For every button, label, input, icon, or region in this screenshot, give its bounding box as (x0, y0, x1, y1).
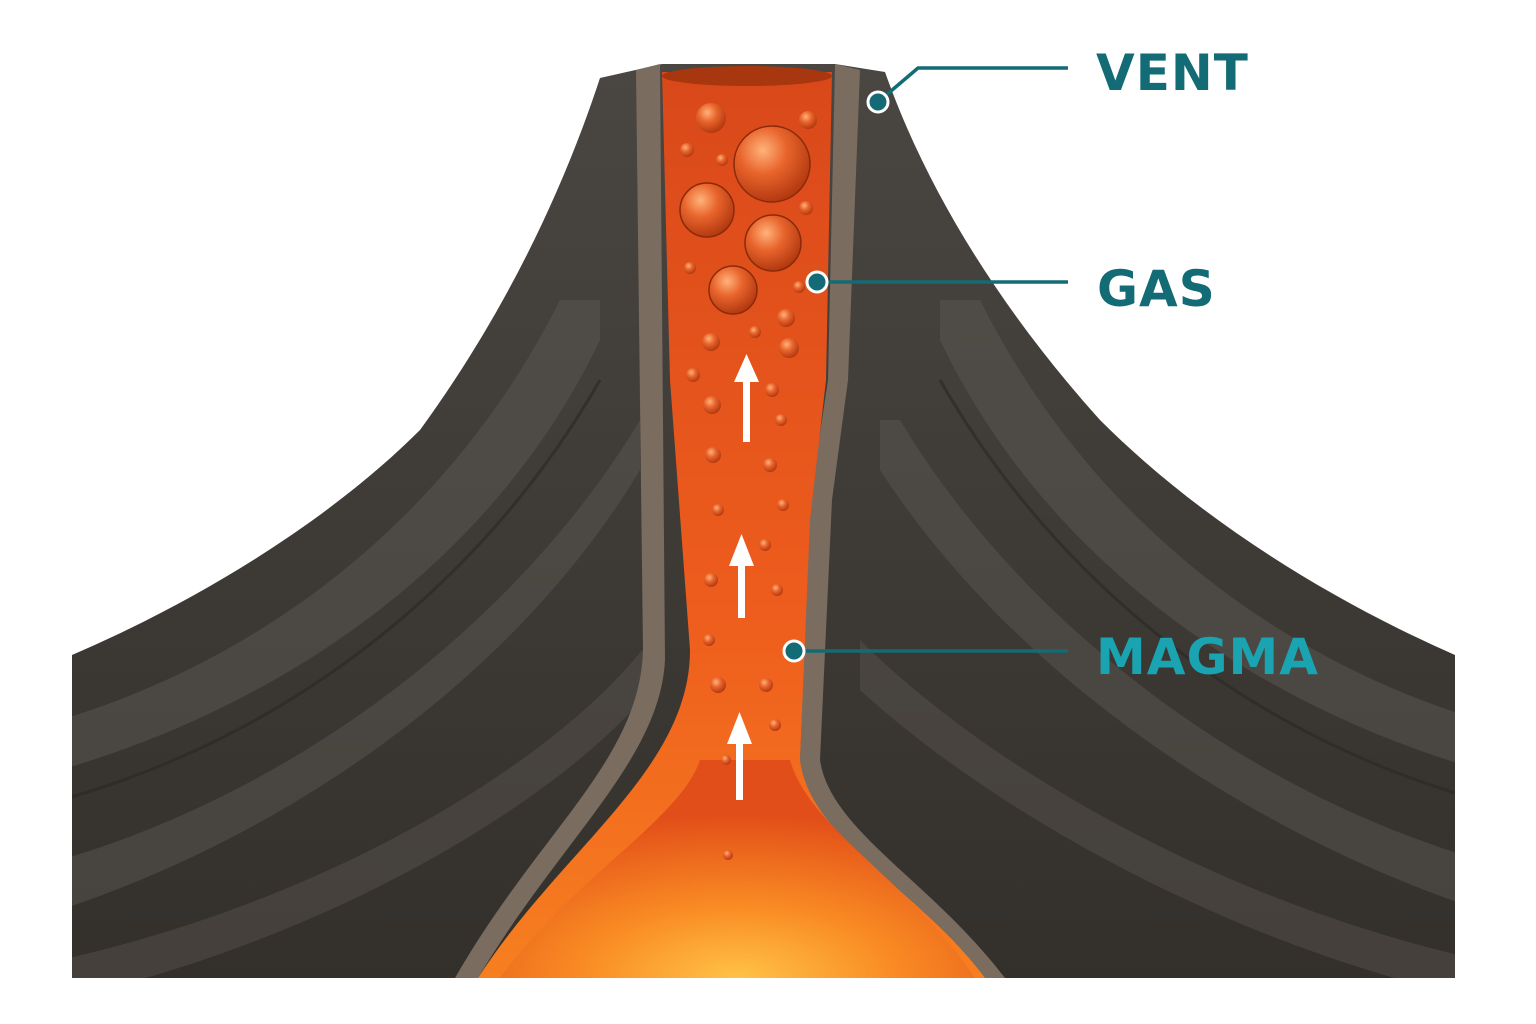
gas-bubble (703, 396, 721, 414)
vent-callout-dot (866, 90, 890, 114)
gas-bubble (771, 584, 783, 596)
gas-bubble (765, 383, 779, 397)
magma-chamber (500, 760, 975, 978)
gas-bubble (769, 719, 781, 731)
up-arrow-icon (734, 354, 759, 442)
gas-bubble (680, 143, 694, 157)
vent-label: VENT (1096, 44, 1249, 102)
gas-bubble (702, 333, 720, 351)
gas-callout-dot (805, 270, 829, 294)
gas-bubble (684, 262, 696, 274)
gas-bubble (708, 265, 758, 315)
gas-label: GAS (1097, 260, 1216, 318)
magma-callout-dot (782, 639, 806, 663)
callout-points (782, 90, 890, 663)
gas-bubble (721, 755, 731, 765)
gas-bubble (723, 850, 733, 860)
magma-conduit (478, 72, 985, 978)
gas-bubble (696, 103, 726, 133)
conduit-wall (800, 64, 1005, 978)
gas-bubble (705, 447, 721, 463)
gas-bubble (799, 111, 817, 129)
gas-bubble (712, 504, 724, 516)
vent-leader-line (876, 66, 1068, 104)
magma-surface (662, 66, 832, 86)
flow-arrows (727, 354, 759, 800)
gas-bubble (793, 281, 805, 293)
gas-bubble (763, 458, 777, 472)
gas-bubble (779, 338, 799, 358)
gas-bubble (733, 125, 811, 203)
gas-bubble (777, 309, 795, 327)
gas-bubble (759, 678, 773, 692)
rock-strata (72, 300, 1455, 978)
gas-bubble (759, 539, 771, 551)
gas-bubble (744, 214, 802, 272)
gas-bubble (749, 326, 761, 338)
gas-bubble (716, 154, 728, 166)
gas-bubble (710, 677, 726, 693)
conduit-wall (455, 64, 665, 978)
up-arrow-icon (727, 712, 752, 800)
callout-leaders (794, 66, 1068, 653)
gas-bubble (703, 634, 715, 646)
gas-bubbles (679, 103, 817, 860)
gas-bubble (686, 368, 700, 382)
magma-label: MAGMA (1096, 628, 1319, 686)
up-arrow-icon (729, 534, 754, 618)
gas-bubble (679, 182, 735, 238)
gas-bubble (775, 414, 787, 426)
gas-bubble (704, 573, 718, 587)
gas-bubble (799, 201, 813, 215)
gas-bubble (777, 499, 789, 511)
